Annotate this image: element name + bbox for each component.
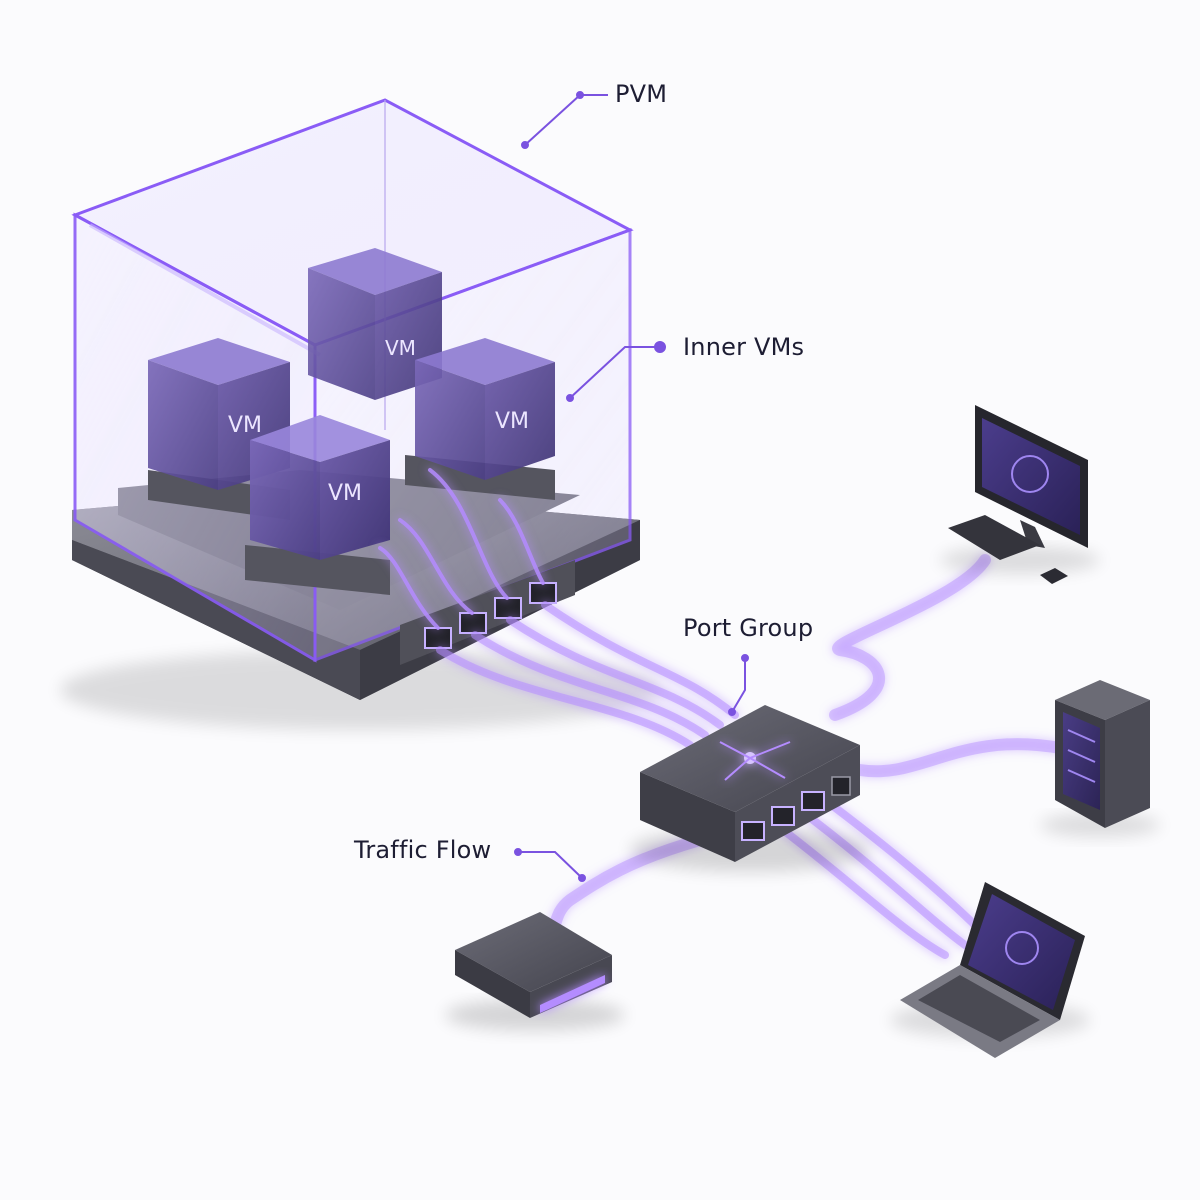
tower-server-icon (1040, 680, 1160, 837)
ethernet-port-2 (460, 613, 486, 633)
link-to-desktop (835, 560, 985, 715)
vm-cube-front: VM (245, 415, 390, 595)
port-group-leader (729, 655, 748, 715)
ethernet-port-4 (530, 583, 556, 603)
switch-port-1 (742, 822, 764, 840)
pvm-callout: PVM (615, 80, 667, 108)
traffic-flow-callout: Traffic Flow (354, 836, 491, 864)
vm-label: VM (228, 413, 262, 438)
link-to-server (860, 744, 1060, 771)
pvm-leader (522, 92, 608, 148)
vm-label: VM (495, 409, 529, 434)
router-box-icon (445, 912, 625, 1031)
vm-label: VM (328, 481, 362, 506)
vm-label: VM (385, 336, 416, 360)
ethernet-port-1 (425, 628, 451, 648)
switch-port-4 (832, 777, 850, 795)
traffic-flow-leader (515, 849, 585, 881)
port-group-callout: Port Group (683, 614, 813, 642)
ethernet-port-3 (495, 598, 521, 618)
desktop-monitor-icon (940, 405, 1100, 584)
switch-port-2 (772, 807, 794, 825)
inner-vms-callout: Inner VMs (683, 333, 804, 361)
switch-port-3 (802, 792, 824, 810)
link-to-laptop-2 (800, 810, 965, 945)
vm-cube-right: VM (405, 338, 555, 500)
link-to-laptop-3 (825, 800, 985, 935)
